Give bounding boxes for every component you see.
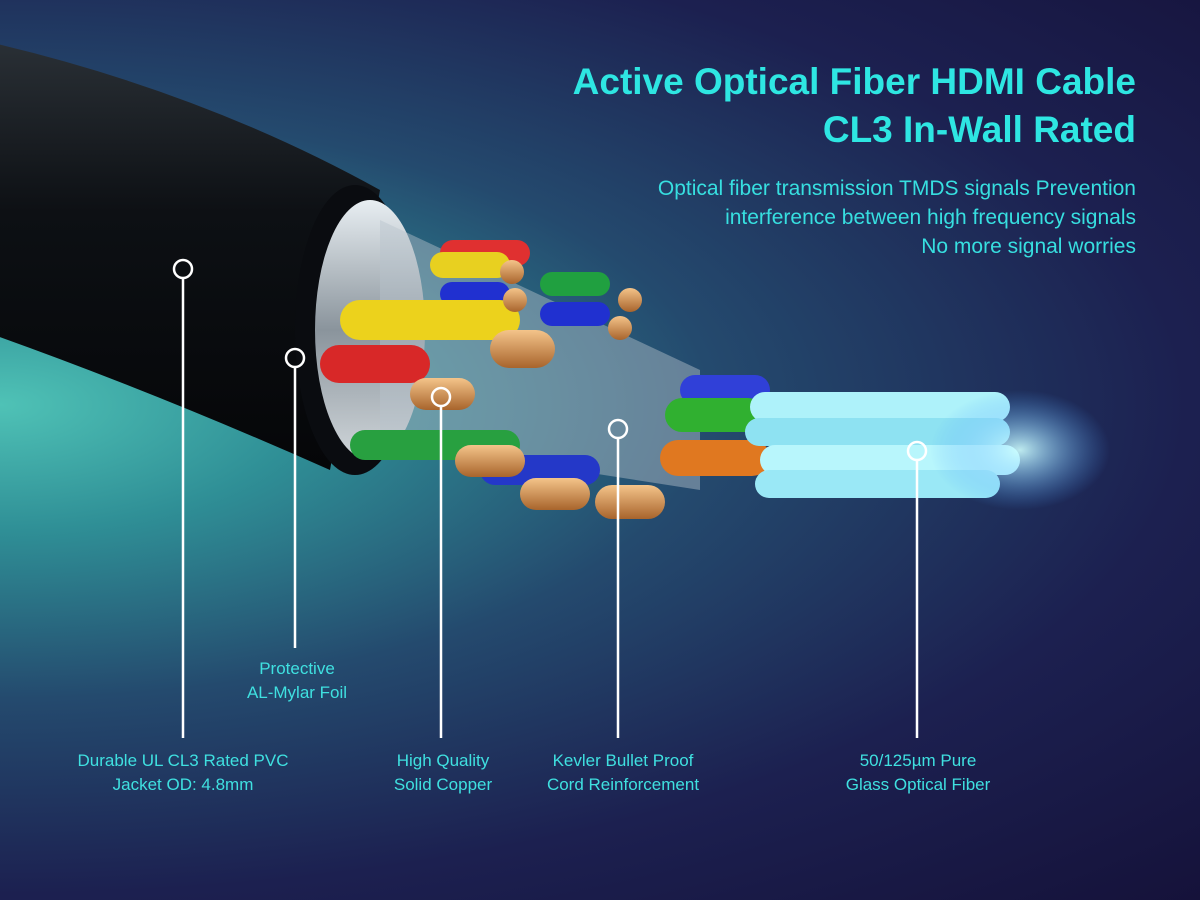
callout-copper: High Quality Solid Copper <box>293 749 593 797</box>
callout-text: 50/125µm Pure <box>859 751 977 770</box>
page-title: Active Optical Fiber HDMI Cable CL3 In-W… <box>573 58 1136 154</box>
callout-text: Cord Reinforcement <box>546 775 700 794</box>
callout-dot-icon <box>284 347 306 369</box>
optical-fibers <box>660 375 1110 510</box>
callout-kevlar: Kevler Bullet Proof Cord Reinforcement <box>473 749 773 797</box>
pvc-jacket <box>0 44 380 470</box>
title-line: Active Optical Fiber HDMI Cable <box>572 61 1136 102</box>
subtitle-line: interference between high frequency sign… <box>725 206 1136 229</box>
callout-text: Durable UL CL3 Rated PVC <box>77 751 289 770</box>
callout-dot-icon <box>906 440 928 462</box>
subtitle-line: Optical fiber transmission TMDS signals … <box>657 177 1136 200</box>
callout-text: Jacket OD: 4.8mm <box>112 775 254 794</box>
callout-dot-icon <box>172 258 194 280</box>
callout-text: Kevler Bullet Proof <box>552 751 694 770</box>
callout-text: AL-Mylar Foil <box>246 683 348 702</box>
callout-text: Glass Optical Fiber <box>845 775 991 794</box>
subtitle-line: No more signal worries <box>921 235 1136 258</box>
title-line: CL3 In-Wall Rated <box>822 109 1136 150</box>
copper-wires <box>320 240 665 519</box>
subtitle: Optical fiber transmission TMDS signals … <box>658 174 1136 261</box>
callout-jacket: Durable UL CL3 Rated PVC Jacket OD: 4.8m… <box>33 749 333 797</box>
callout-fiber: 50/125µm Pure Glass Optical Fiber <box>768 749 1068 797</box>
callout-text: High Quality <box>396 751 490 770</box>
callout-foil: Protective AL-Mylar Foil <box>147 657 447 705</box>
callout-dot-icon <box>430 386 452 408</box>
callout-text: Protective <box>259 659 335 678</box>
callout-dot-icon <box>607 418 629 440</box>
callout-text: Solid Copper <box>393 775 493 794</box>
